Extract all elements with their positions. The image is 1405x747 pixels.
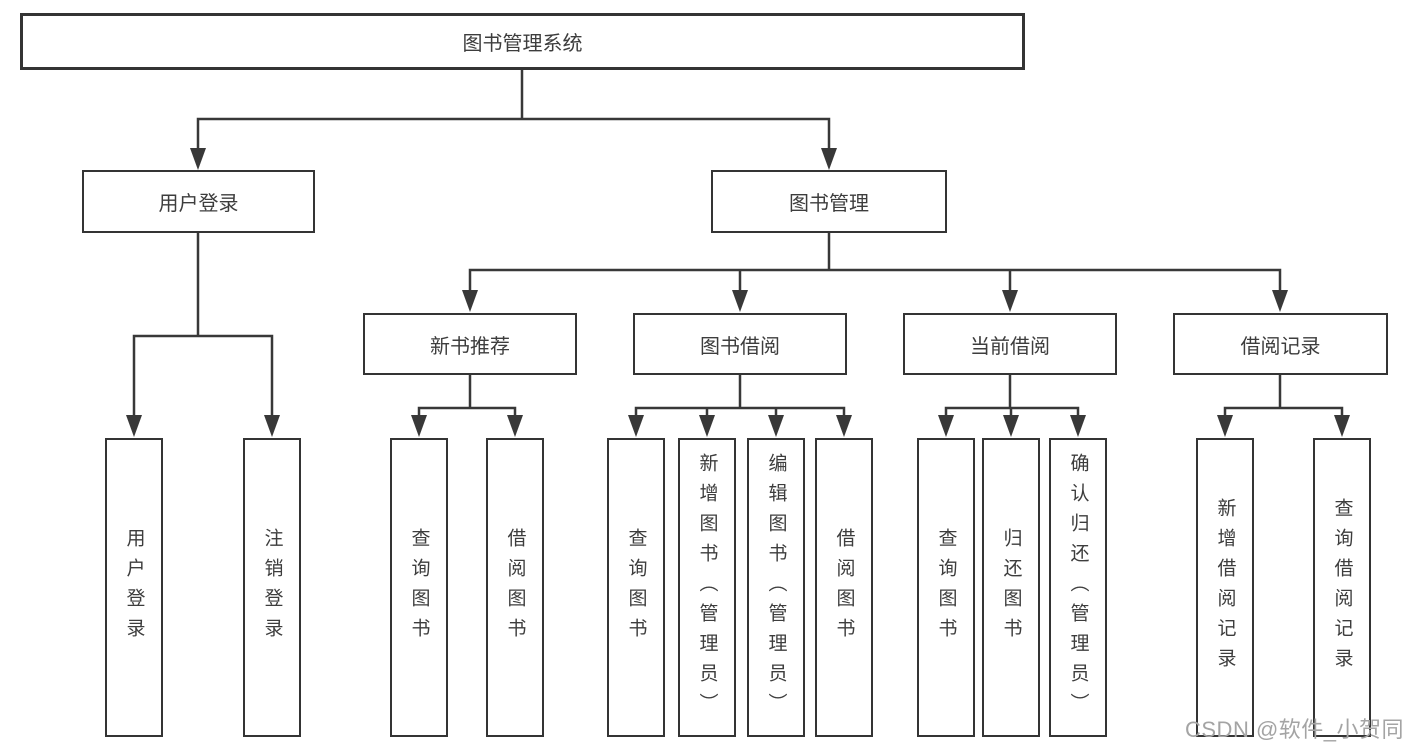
leaf-user-login: 用户登录: [105, 438, 163, 737]
node-book-management: 图书管理: [711, 170, 947, 233]
node-borrowing-records: 借阅记录: [1173, 313, 1388, 375]
node-label: 用户登录: [123, 527, 145, 648]
node-current-borrowing: 当前借阅: [903, 313, 1117, 375]
node-label: 新书推荐: [430, 335, 510, 358]
node-label: 编辑图书（管理员）: [765, 452, 787, 723]
connector-new-book-recommend: [417, 373, 517, 419]
leaf-query-books-recommend: 查询图书: [390, 438, 448, 737]
node-label: 查询图书: [625, 527, 647, 648]
connector-root: [196, 68, 831, 153]
node-label: 图书管理系统: [462, 33, 583, 55]
connector-book-management: [468, 230, 1282, 294]
leaf-logout: 注销登录: [243, 438, 301, 737]
connector-book-borrowing: [634, 373, 846, 419]
node-label: 查询图书: [935, 527, 957, 648]
leaf-add-books-admin: 新增图书（管理员）: [678, 438, 736, 737]
node-label: 新增借阅记录: [1214, 497, 1236, 678]
node-label: 图书管理: [789, 193, 869, 215]
node-label: 新增图书（管理员）: [696, 452, 718, 723]
connector-borrowing-records: [1223, 372, 1344, 419]
connector-current-borrowing: [944, 373, 1080, 419]
node-label: 图书借阅: [700, 335, 780, 358]
node-new-book-recommend: 新书推荐: [363, 313, 577, 375]
leaf-edit-books-admin: 编辑图书（管理员）: [747, 438, 805, 737]
node-label: 当前借阅: [970, 335, 1050, 358]
node-label: 归还图书: [1000, 527, 1022, 648]
leaf-confirm-return-admin: 确认归还（管理员）: [1049, 438, 1107, 737]
leaf-add-borrow-record: 新增借阅记录: [1196, 438, 1254, 737]
arrowheads: [126, 148, 1350, 437]
node-user-login: 用户登录: [82, 170, 315, 233]
leaf-borrow-books-borrowing: 借阅图书: [815, 438, 873, 737]
node-label: 借阅图书: [504, 527, 526, 648]
node-label: 借阅图书: [833, 527, 855, 648]
node-library-management-system: 图书管理系统: [20, 13, 1025, 70]
leaf-borrow-books-recommend: 借阅图书: [486, 438, 544, 737]
leaf-query-borrow-record: 查询借阅记录: [1313, 438, 1371, 737]
leaf-query-books-borrowing: 查询图书: [607, 438, 665, 737]
node-label: 注销登录: [261, 527, 283, 648]
leaf-query-books-current: 查询图书: [917, 438, 975, 737]
node-label: 用户登录: [158, 193, 239, 215]
node-label: 确认归还（管理员）: [1067, 452, 1089, 723]
node-label: 查询图书: [408, 527, 430, 648]
csdn-watermark: CSDN @软件_小贺同学: [1185, 717, 1405, 742]
node-label: 查询借阅记录: [1331, 497, 1353, 678]
node-label: 借阅记录: [1240, 335, 1321, 358]
node-book-borrowing: 图书借阅: [633, 313, 847, 375]
connector-user-login: [132, 232, 274, 419]
leaf-return-books: 归还图书: [982, 438, 1040, 737]
